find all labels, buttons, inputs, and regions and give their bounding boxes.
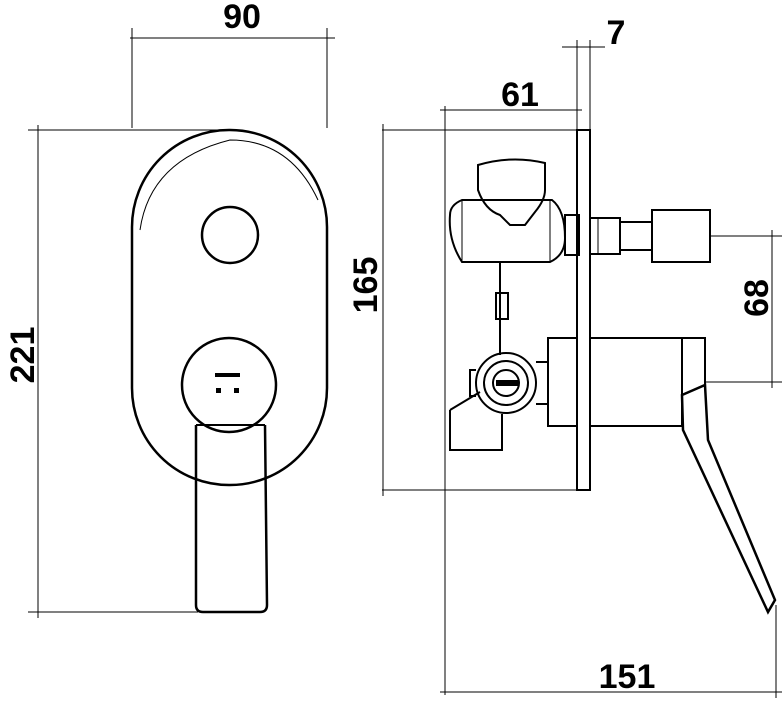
side-dimensions: 7 61 165 68 151 <box>347 14 782 698</box>
cover-plate-highlight <box>139 139 319 231</box>
indicator-dot-left <box>216 388 221 393</box>
diverter-valve-body <box>448 199 567 263</box>
logo-mark <box>215 373 240 377</box>
front-view <box>130 128 329 614</box>
mixer-body-outer <box>475 352 537 414</box>
diverter-spindle-extension <box>619 221 653 251</box>
diverter-knob <box>200 205 260 265</box>
diverter-spindle <box>589 217 621 255</box>
mixer-body-inner <box>483 360 529 406</box>
front-dimensions: 90 221 <box>4 0 335 618</box>
side-view <box>382 40 777 695</box>
lever-arm <box>680 383 777 615</box>
diverter-cartridge-cap <box>477 158 546 226</box>
lever-sleeve <box>589 337 683 427</box>
pipe-valve <box>495 292 509 320</box>
dimension-outlet-spacing: 68 <box>738 279 776 317</box>
mounting-plate <box>576 129 591 491</box>
mixer-body-right-arm <box>536 361 549 405</box>
dimension-overall-height: 221 <box>4 327 42 384</box>
dimension-plate-thickness: 7 <box>607 14 626 52</box>
dimension-total-depth: 151 <box>599 658 656 696</box>
dimension-box-height: 165 <box>347 257 385 314</box>
mixer-outlet-wedge <box>449 391 481 411</box>
mixer-body-core <box>492 369 520 397</box>
diverter-knob-side <box>651 209 711 263</box>
diverter-nut <box>564 214 580 256</box>
lever-handle <box>194 424 269 614</box>
indicator-dot-right <box>234 388 239 393</box>
lever-head <box>180 336 278 434</box>
mixer-outlet-lower <box>449 410 503 451</box>
dimension-box-depth: 61 <box>501 76 539 114</box>
cartridge-housing <box>547 337 578 427</box>
mixer-slot <box>496 380 518 386</box>
dimension-plate-width: 90 <box>223 0 261 36</box>
